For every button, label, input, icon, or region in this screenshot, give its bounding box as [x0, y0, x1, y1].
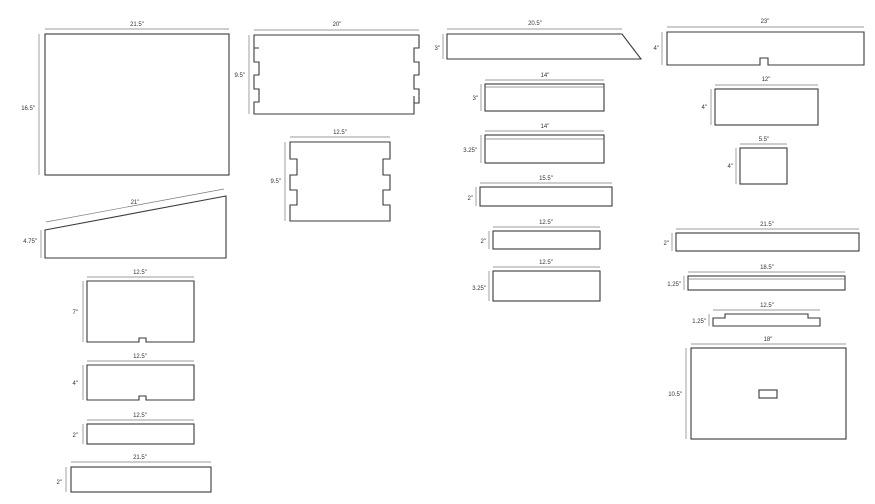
panel-b-height: 9.5": [235, 73, 245, 79]
panel-s-height: 4": [73, 381, 78, 387]
panel-g-width: 12.5": [333, 130, 347, 136]
panel-a-width: 21.5": [130, 22, 144, 28]
panel-e-width: 14": [541, 73, 550, 79]
panel-d: 23" 4": [654, 19, 865, 66]
panel-s-width: 12.5": [133, 354, 147, 360]
panel-r-slot: [758, 389, 778, 399]
panel-j-height: 4.75": [23, 239, 37, 245]
panel-n: 12.5" 3.25": [472, 260, 601, 302]
panel-p: 12.5" 7": [73, 270, 195, 343]
panel-p-height: 7": [73, 310, 78, 316]
panel-q-height: 1.25": [692, 319, 706, 325]
panel-h-height: 3.25": [463, 148, 477, 154]
panel-p-width: 12.5": [133, 270, 147, 276]
panel-r-width: 18": [764, 337, 773, 343]
panel-m: 21.5" 2": [664, 222, 860, 252]
panel-b-width: 20": [333, 22, 342, 28]
panel-c-height: 3": [435, 46, 440, 52]
panel-s: 12.5" 4": [73, 354, 195, 401]
panel-q: 12.5" 1.25": [692, 303, 821, 327]
panel-l: 12.5" 2": [481, 220, 601, 250]
panel-a: 21.5" 16.5": [21, 22, 230, 176]
panel-n-height: 3.25": [472, 286, 486, 292]
panel-o-height: 1.25": [667, 282, 681, 288]
panel-k: 15.5" 2": [468, 176, 613, 207]
panel-j: 21" 4.75": [23, 188, 227, 259]
panel-b: 20" 9.5": [235, 22, 420, 115]
panel-r: 18" 10.5": [668, 337, 847, 440]
panel-e: 14" 3": [473, 73, 605, 112]
panel-n-width: 12.5": [539, 260, 553, 266]
panel-u: 21.5" 2": [57, 455, 212, 493]
panel-g-height: 9.5": [271, 179, 281, 185]
panel-i-height: 4": [728, 164, 733, 170]
panel-f-width: 12": [762, 77, 771, 83]
panel-j-width: 21": [131, 200, 140, 206]
panel-u-width: 21.5": [133, 455, 147, 461]
panel-k-height: 2": [468, 196, 473, 202]
panel-t-width: 12.5": [133, 413, 147, 419]
panel-i-width: 5.5": [759, 137, 769, 143]
panel-l-height: 2": [481, 239, 486, 245]
panel-h: 14" 3.25": [463, 124, 605, 164]
panel-r-height: 10.5": [668, 392, 682, 398]
panel-m-height: 2": [664, 241, 669, 247]
panel-t: 12.5" 2": [73, 413, 195, 445]
panel-g: 12.5" 9.5": [271, 130, 391, 222]
panel-l-width: 12.5": [539, 220, 553, 226]
panel-i: 5.5" 4": [728, 137, 788, 185]
panel-c-width: 20.5": [528, 21, 542, 27]
panel-m-width: 21.5": [760, 222, 774, 228]
panel-h-width: 14": [541, 124, 550, 130]
panel-o: 18.5" 1.25": [667, 265, 846, 291]
panel-e-height: 3": [473, 96, 478, 102]
panel-f: 12" 4": [702, 77, 819, 126]
panel-u-height: 2": [57, 480, 62, 486]
panel-c: 20.5" 3": [435, 21, 643, 60]
panel-a-height: 16.5": [21, 106, 35, 112]
panel-o-width: 18.5": [760, 265, 774, 271]
panel-k-width: 15.5": [539, 176, 553, 182]
panel-q-width: 12.5": [760, 303, 774, 309]
panel-d-height: 4": [654, 46, 659, 52]
panel-t-height: 2": [73, 433, 78, 439]
panel-d-width: 23": [761, 19, 770, 25]
panel-f-height: 4": [702, 105, 707, 111]
